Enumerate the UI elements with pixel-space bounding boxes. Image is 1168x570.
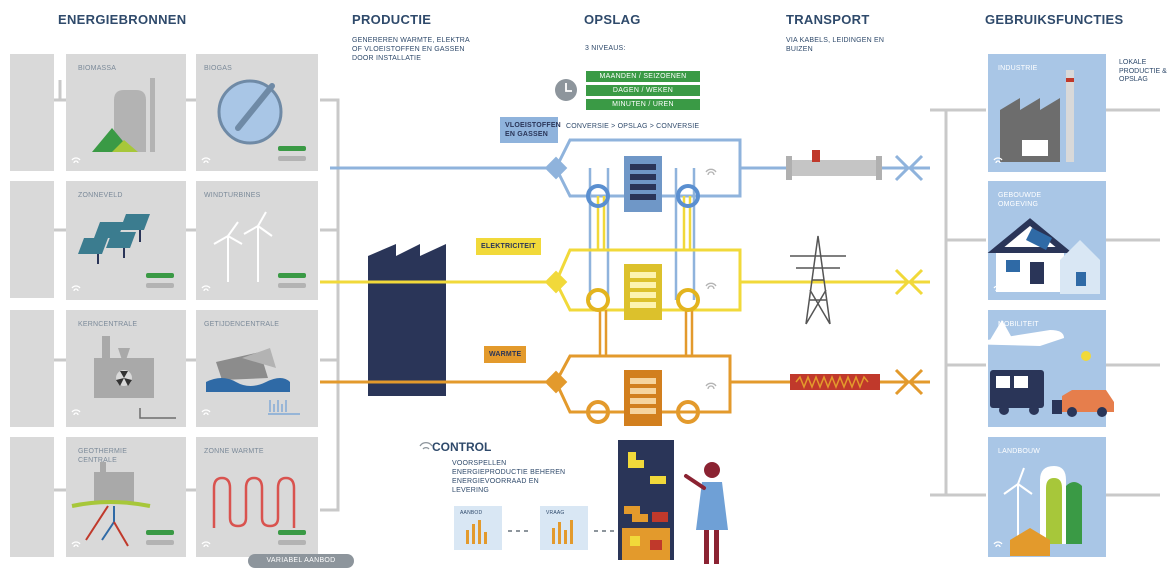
stub-cell-1 (10, 54, 54, 171)
stub-cell-2 (10, 181, 54, 298)
biomass-plant-icon (92, 78, 155, 152)
label-geothermie: GEOTHERMIE CENTRALE (78, 448, 128, 464)
production-factory-icon (368, 244, 446, 396)
tag-heat: WARMTE (484, 346, 527, 363)
transport-arrows (894, 154, 924, 396)
label-biogas: BIOGAS (204, 65, 233, 72)
stub-connectors (54, 98, 196, 492)
power-pylon-icon (790, 235, 846, 325)
chart-label-demand: VRAAG (546, 510, 565, 516)
label-windturbines: WINDTURBINES (204, 192, 261, 199)
wind-turbines-icon (213, 211, 273, 282)
tag-electricity: ELEKTRICITEIT (476, 238, 541, 255)
storage-units (624, 156, 662, 426)
stub-cell-3 (10, 310, 54, 427)
local-production-callout: LOKALE PRODUCTIE & OPSLAG (1113, 55, 1168, 99)
solar-heat-icon (212, 476, 296, 528)
status-indicators (71, 146, 306, 548)
header-uses: GEBRUIKSFUNCTIES (985, 12, 1124, 27)
label-kerncentrale: KERNCENTRALE (78, 321, 138, 328)
storage-subtitle: 3 NIVEAUS: (585, 45, 626, 52)
production-subtitle: GENEREREN WARMTE, ELEKTRA OF VLOEISTOFFE… (352, 37, 470, 62)
clock-icon (555, 79, 577, 101)
label-industrie: INDUSTRIE (998, 65, 1038, 72)
tag-gas: VLOEISTOFFEN EN GASSEN (500, 117, 561, 143)
header-storage: OPSLAG (584, 12, 641, 27)
variable-supply-badge: VARIABEL AANBOD (248, 554, 354, 568)
header-sources: ENERGIEBRONNEN (58, 12, 187, 27)
geothermal-plant-icon (71, 462, 151, 547)
control-wifi-icon (419, 442, 433, 450)
heat-pipe-icon (790, 374, 880, 390)
conversion-cycles (586, 184, 700, 424)
label-gebouwde-omgeving: GEBOUWDE OMGEVING (998, 192, 1042, 208)
industry-building-icon (1000, 70, 1074, 162)
label-landbouw: LANDBOUW (998, 448, 1041, 455)
mobility-icon (962, 320, 1114, 417)
storage-conversion-caption: CONVERSIE > OPSLAG > CONVERSIE (566, 123, 700, 130)
panel-zonne-warmte (196, 437, 318, 557)
control-section (419, 440, 728, 564)
control-board (618, 440, 674, 560)
control-charts (454, 506, 614, 550)
control-subtitle: VOORSPELLEN ENERGIEPRODUCTIE BEHEREN ENE… (452, 460, 566, 494)
header-production: PRODUCTIE (352, 12, 432, 27)
gas-pipe-icon (786, 150, 882, 180)
source-connectors (58, 80, 340, 512)
transport-subtitle: VIA KABELS, LEIDINGEN EN BUIZEN (786, 37, 885, 53)
stub-cell-4 (10, 437, 54, 557)
label-zonneveld: ZONNEVELD (78, 192, 123, 199)
conversion-diamonds (544, 156, 568, 394)
sources-grid (10, 54, 340, 557)
use-panels (962, 54, 1114, 557)
agriculture-icon (1003, 466, 1082, 556)
use-connectors (930, 108, 1160, 497)
label-zonne-warmte: ZONNE WARMTE (204, 448, 264, 455)
person-icon (684, 462, 728, 564)
tidal-plant-icon (206, 348, 300, 415)
storage-level-days: DAGEN / WEKEN (586, 85, 700, 96)
storage-wifi-icons (705, 168, 717, 390)
houses-icon (987, 218, 1100, 294)
label-biomassa: BIOMASSA (78, 65, 117, 72)
biogas-icon (217, 79, 283, 145)
chart-label-supply: AANBOD (460, 510, 483, 516)
storage-level-months: MAANDEN / SEIZOENEN (586, 71, 700, 82)
label-mobiliteit: MOBILITEIT (998, 321, 1039, 328)
solar-panels-icon (78, 214, 150, 264)
nuclear-plant-icon (94, 336, 176, 419)
storage-level-minutes: MINUTEN / UREN (586, 99, 700, 110)
header-transport: TRANSPORT (786, 12, 870, 27)
control-title: CONTROL (432, 440, 492, 454)
label-getijdencentrale: GETIJDENCENTRALE (204, 321, 280, 328)
